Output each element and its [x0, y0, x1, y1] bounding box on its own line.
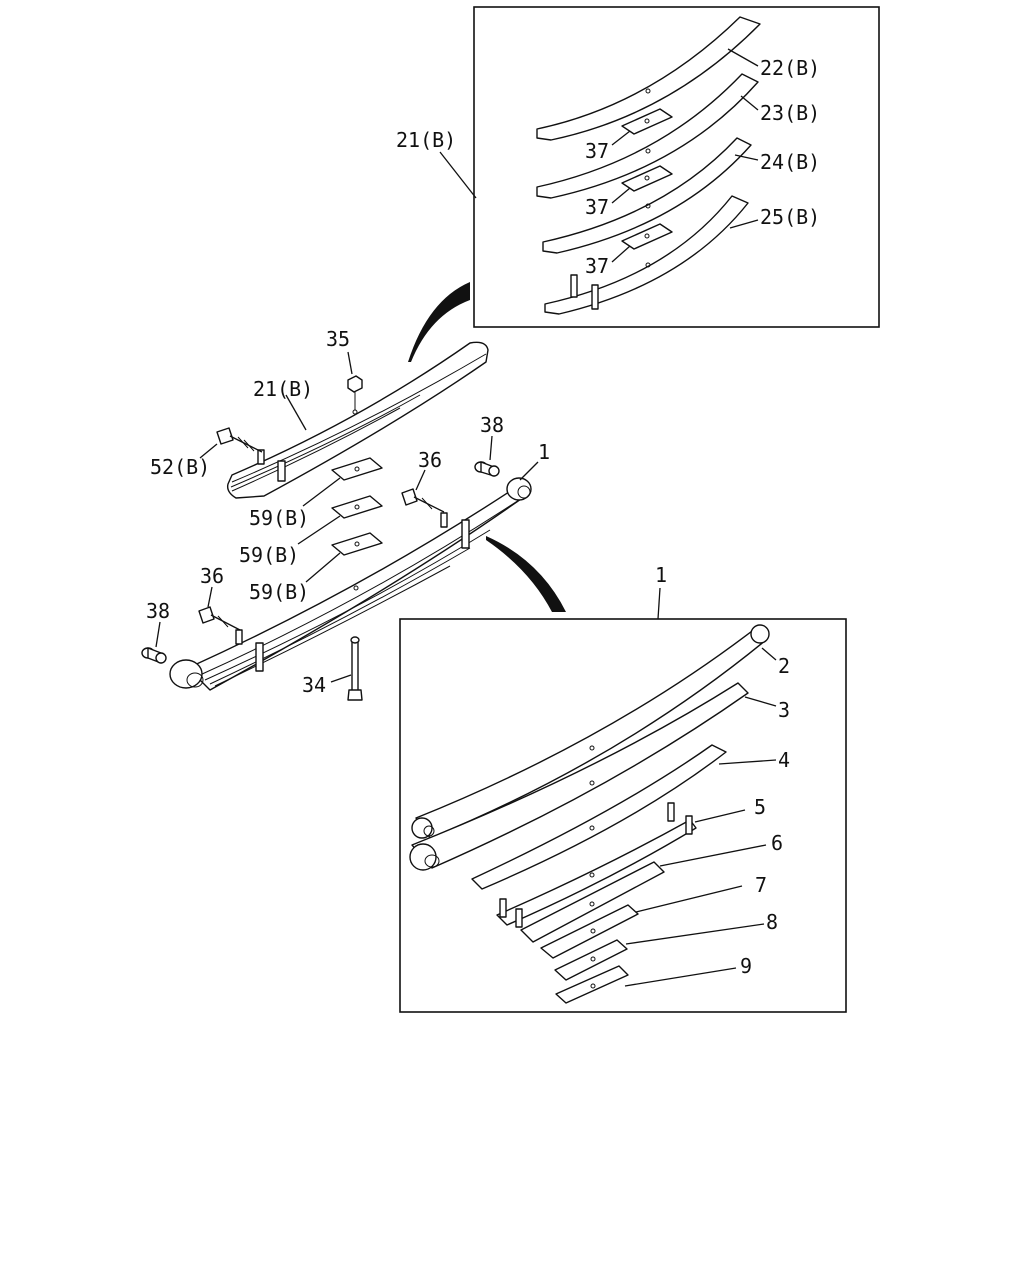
- main-leaf-5: [496, 802, 697, 928]
- label-9: 9: [740, 954, 752, 978]
- label-37-c: 37: [585, 254, 609, 278]
- helper-leaf-22b: [536, 16, 761, 141]
- label-8: 8: [766, 910, 778, 934]
- detail-arrow-top: [408, 282, 470, 362]
- detail-box-main-spring: [399, 618, 847, 1013]
- label-59b-c: 59(B): [249, 580, 309, 604]
- center-bolt-34: [347, 636, 363, 701]
- pad-59b-a: [331, 457, 383, 481]
- label-7: 7: [755, 873, 767, 897]
- main-spring-clip-a: [461, 519, 470, 549]
- helper-leaf-25b: [544, 195, 749, 315]
- bushing-38-left: [141, 647, 167, 664]
- main-spring-front-eye: [169, 659, 204, 689]
- label-34: 34: [302, 673, 326, 697]
- label-2: 2: [778, 654, 790, 678]
- main-leaf-3: [409, 682, 749, 871]
- label-37-b: 37: [585, 195, 609, 219]
- label-24b: 24(B): [760, 150, 820, 174]
- label-25b: 25(B): [760, 205, 820, 229]
- detail-arrow-bottom: [486, 536, 566, 612]
- bolt-36-left: [198, 606, 241, 631]
- label-36-left: 36: [200, 564, 224, 588]
- label-23b: 23(B): [760, 101, 820, 125]
- label-1-detail: 1: [655, 563, 667, 587]
- helper-spring-clip: [277, 460, 286, 482]
- helper-leaf-clip: [570, 274, 578, 298]
- label-35: 35: [326, 327, 350, 351]
- label-4: 4: [778, 748, 790, 772]
- detail-box-helper-spring: [473, 6, 880, 328]
- main-leaf-2: [411, 624, 770, 839]
- label-5: 5: [754, 795, 766, 819]
- label-36-top: 36: [418, 448, 442, 472]
- label-38-top: 38: [480, 413, 504, 437]
- helper-leaf-23b: [536, 73, 759, 199]
- pad-59b-b: [331, 495, 383, 519]
- label-21b-top: 21(B): [396, 128, 456, 152]
- label-59b-a: 59(B): [249, 506, 309, 530]
- label-22b: 22(B): [760, 56, 820, 80]
- label-37-a: 37: [585, 139, 609, 163]
- label-6: 6: [771, 831, 783, 855]
- main-leaf-7: [540, 904, 639, 959]
- pad-59b-c: [331, 532, 383, 556]
- main-spring-rear-eye: [506, 477, 532, 501]
- main-leaf-4: [471, 744, 727, 890]
- label-3: 3: [778, 698, 790, 722]
- label-52b: 52(B): [150, 455, 210, 479]
- main-spring-clip-b: [255, 642, 264, 672]
- label-1-top: 1: [538, 440, 550, 464]
- label-21b-mid: 21(B): [253, 377, 313, 401]
- bolt-52b: [216, 427, 263, 453]
- label-38-left: 38: [146, 599, 170, 623]
- bolt-36-right: [401, 488, 445, 513]
- helper-leaf-24b: [542, 137, 752, 254]
- label-59b-b: 59(B): [239, 543, 299, 567]
- bushing-38-top: [474, 461, 500, 477]
- nut-35: [347, 375, 363, 410]
